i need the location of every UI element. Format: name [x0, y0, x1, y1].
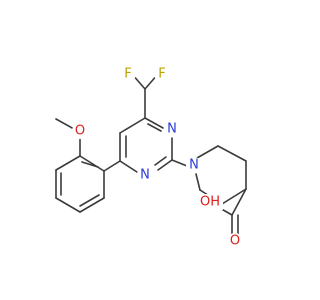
bond-ph-2 [55, 155, 81, 171]
bond-pip-6 [195, 173, 201, 191]
bond-pip-2 [217, 145, 247, 162]
bond-c2-npip [171, 159, 188, 167]
atom-labels: F F N N N O O OH [72, 66, 243, 249]
bonds [55, 73, 247, 237]
atom-oh: OH [200, 195, 220, 210]
structure-svg: F F N N N O O OH [55, 66, 247, 249]
bond-ph-4 [55, 197, 81, 213]
atom-o-methoxy: O [75, 124, 85, 139]
bond-ph-1 [79, 155, 105, 172]
atom-n-piperidine: N [189, 158, 199, 173]
bond-c5-c4 [119, 117, 146, 134]
bond-c4-n3 [144, 117, 164, 129]
atom-f2: F [158, 67, 165, 82]
bond-pip-1 [196, 145, 219, 159]
bond-c2-n1-double [154, 156, 167, 166]
bond-ph-5-double [79, 194, 100, 207]
bond-n1-c6 [119, 160, 138, 173]
atom-o-carbonyl: O [230, 234, 240, 249]
atom-n3: N [167, 122, 177, 137]
atom-n1: N [140, 168, 150, 183]
bond-c2-n1 [157, 159, 173, 171]
bond-pip-cooh [231, 188, 247, 216]
molecule-diagram: F F N N N O O OH [55, 66, 247, 249]
bond-ph-5 [79, 197, 105, 213]
bond-c4-n3-double [147, 123, 162, 132]
bond-ome-ch3 [55, 118, 75, 130]
atom-f1: F [124, 67, 131, 82]
bond-ph-1-double [81, 161, 99, 168]
bond-pip-4 [221, 188, 247, 205]
bond-c6-phenyl [103, 160, 121, 172]
